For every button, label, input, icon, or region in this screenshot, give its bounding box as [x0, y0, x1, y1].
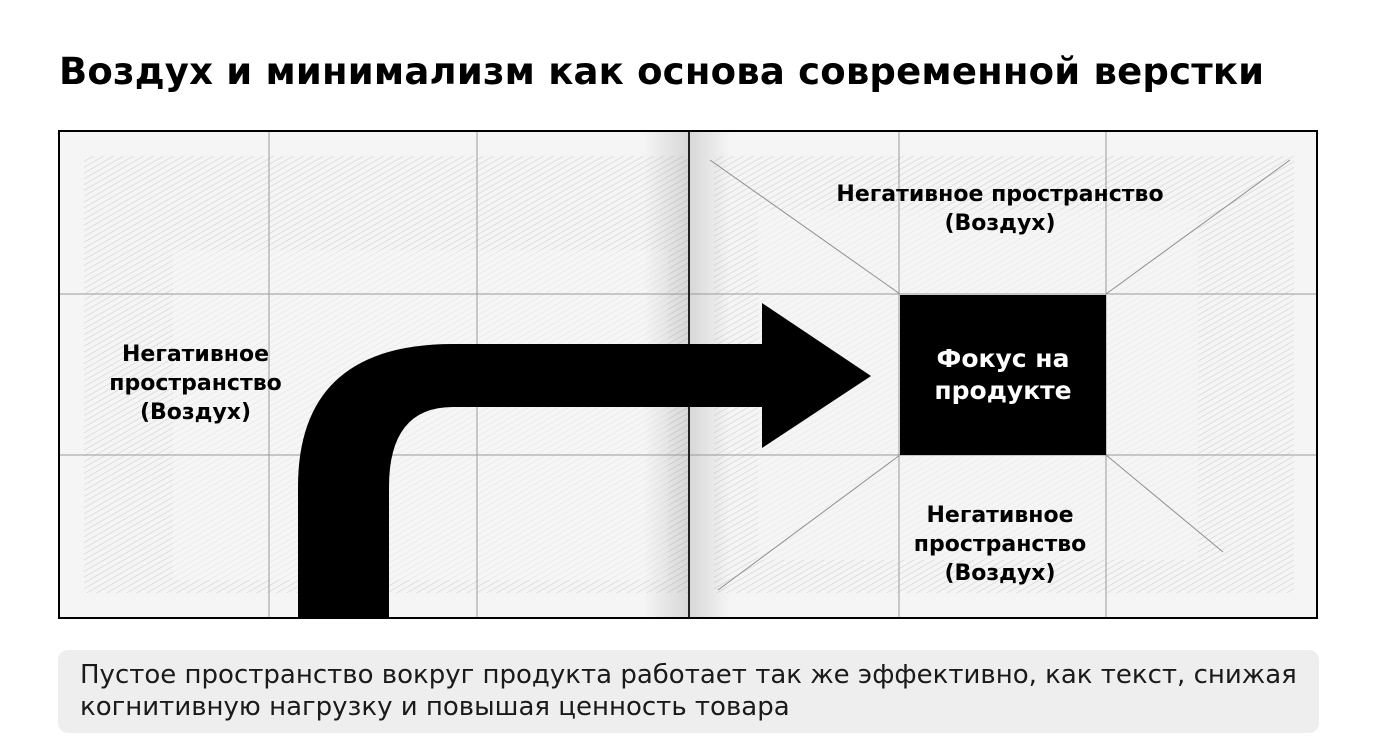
- focus-arrow: [298, 303, 871, 619]
- top-negative-space-label: Негативное пространство (Воздух): [836, 182, 1164, 236]
- bottom-negative-space-label: Негативное пространство (Воздух): [913, 503, 1087, 586]
- left-negative-space-label: Негативное пространство (Воздух): [109, 342, 282, 425]
- book-spread-diagram: Негативное пространство (Воздух) Негатив…: [58, 130, 1318, 619]
- diagram-canvas: [58, 130, 1318, 619]
- product-focus-label: Фокус на продукте: [934, 344, 1072, 405]
- diagonal-guides: [709, 159, 1291, 591]
- page-title: Воздух и минимализм как основа современн…: [59, 50, 1265, 93]
- caption-text: Пустое пространство вокруг продукта рабо…: [80, 660, 1297, 722]
- caption-box: Пустое пространство вокруг продукта рабо…: [58, 650, 1319, 733]
- spread-frame: [58, 130, 1318, 619]
- product-focus-box: [900, 295, 1106, 455]
